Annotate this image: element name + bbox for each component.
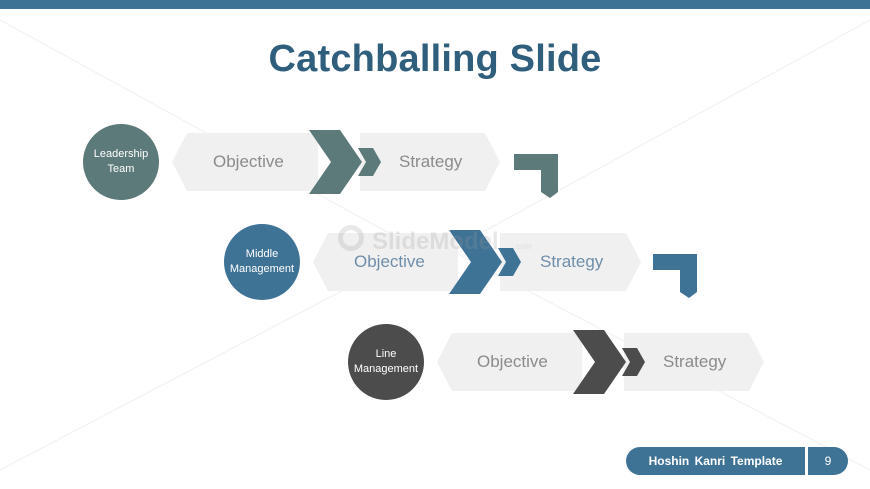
watermark-text: SlideModel [372,228,499,255]
line-management-circle: Line Management [348,324,424,400]
row2-strategy-label: Strategy [540,252,604,271]
watermark-ring-icon [338,225,364,251]
circle-label-line2: Management [353,363,419,375]
row3-big-chevron [573,330,626,394]
footer-template-name: Hoshin Kanri Template [626,447,805,475]
circle-label-line2: Management [229,263,295,275]
circle-label-line1: Middle [245,248,279,260]
row2-objective-label: Objective [354,252,425,271]
row3-strategy-band [624,333,764,391]
row3-objective-label: Objective [477,352,548,371]
circle-label-line2: Team [107,163,135,175]
row2-big-chevron [449,230,502,294]
top-accent-bar [0,0,870,9]
circle-label-line1: Leadership [93,148,149,160]
row2-strategy-band [500,233,641,291]
row1-strategy-label: Strategy [399,152,463,171]
row1-big-chevron [309,130,362,194]
row1-objective-band [172,133,318,191]
row3-strategy-label: Strategy [663,352,727,371]
row2-return-arrow [653,254,697,298]
circle-label-line1: Line [375,348,397,360]
row2-small-chevron [498,248,521,276]
middle-management-circle: Middle Management [224,224,300,300]
row1-strategy-band [360,133,500,191]
watermark-suffix: .com [514,242,532,251]
slide-title: Catchballing Slide [268,38,602,80]
row1-objective-label: Objective [213,152,284,171]
row1-return-arrow [514,154,558,198]
row1-small-chevron [358,148,381,176]
watermark-logo: SlideModel .com [336,222,546,262]
row3-objective-band [437,333,582,391]
footer-page-number: 9 [808,447,848,475]
leadership-team-circle: Leadership Team [83,124,159,200]
row3-small-chevron [622,348,645,376]
